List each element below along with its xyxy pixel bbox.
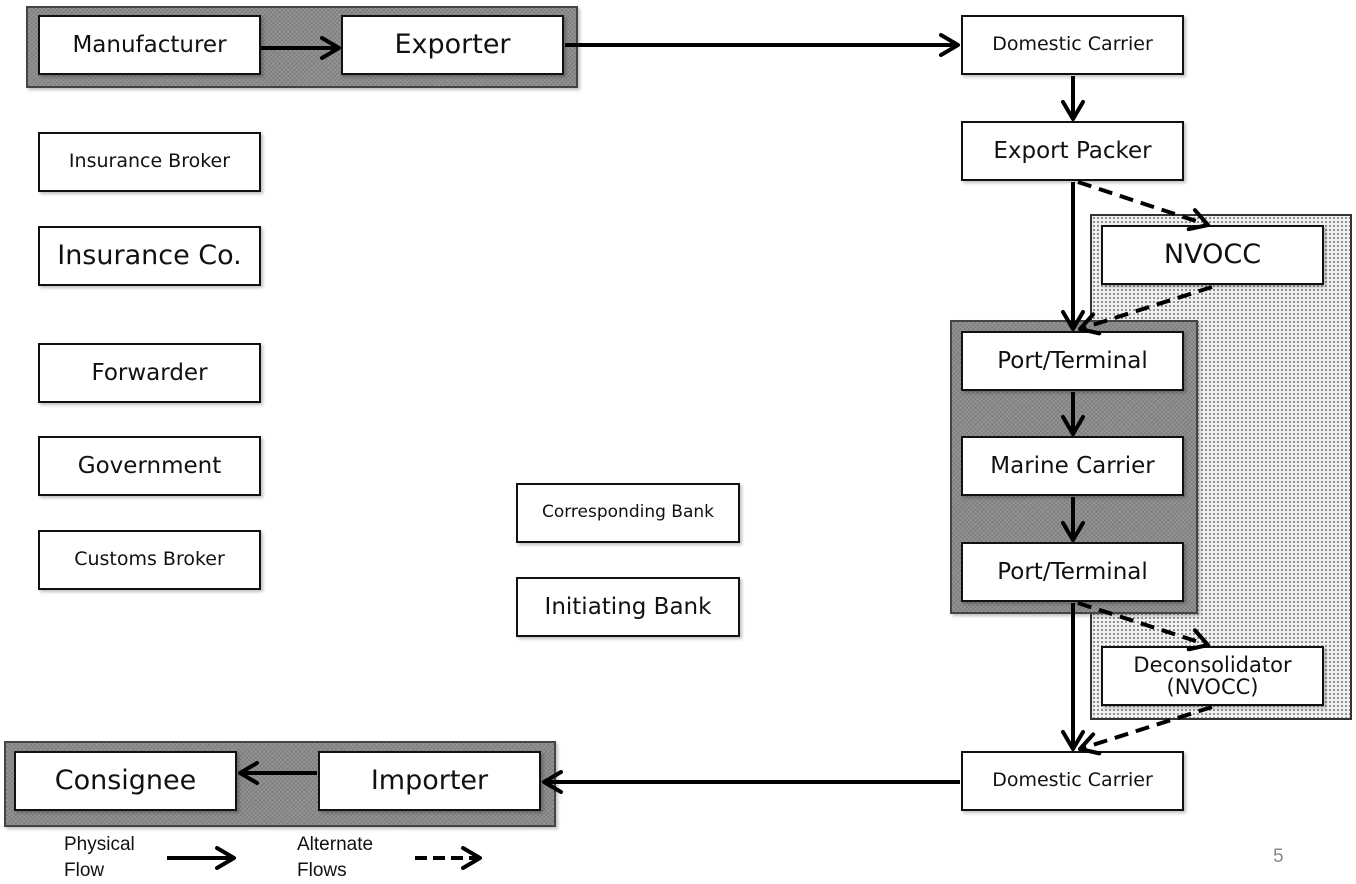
nvocc-label: NVOCC — [1163, 238, 1262, 270]
importer-label: Importer — [370, 764, 489, 796]
importer-node[interactable]: Importer — [318, 751, 541, 811]
port-terminal-destination-node[interactable]: Port/Terminal — [961, 542, 1184, 602]
domestic-carrier-origin-label: Domestic Carrier — [992, 33, 1153, 56]
insurance-broker-node[interactable]: Insurance Broker — [38, 132, 261, 192]
forwarder-label: Forwarder — [91, 359, 208, 386]
exporter-node[interactable]: Exporter — [341, 15, 564, 75]
arrow-deconsolidator-domestic-carrier — [1078, 705, 1213, 756]
consignee-label: Consignee — [54, 764, 197, 796]
port-terminal-origin-node[interactable]: Port/Terminal — [961, 331, 1184, 391]
manufacturer-label: Manufacturer — [72, 31, 227, 58]
initiating-bank-label: Initiating Bank — [544, 593, 712, 620]
port-terminal-origin-label: Port/Terminal — [997, 347, 1148, 374]
export-packer-node[interactable]: Export Packer — [961, 121, 1184, 181]
government-label: Government — [77, 452, 222, 479]
domestic-carrier-origin-node[interactable]: Domestic Carrier — [961, 15, 1184, 75]
deconsolidator-label: Deconsolidator — [1133, 652, 1292, 677]
deconsolidator-sublabel: (NVOCC) — [1166, 675, 1259, 699]
marine-carrier-node[interactable]: Marine Carrier — [961, 436, 1184, 496]
export-packer-label: Export Packer — [993, 137, 1152, 164]
port-terminal-destination-label: Port/Terminal — [997, 558, 1148, 585]
legend-alternate-line1: Alternate — [297, 834, 374, 855]
corresponding-bank-label: Corresponding Bank — [541, 502, 715, 523]
arrow-export-packer-nvocc — [1077, 180, 1210, 232]
manufacturer-node[interactable]: Manufacturer — [38, 15, 261, 75]
nvocc-node[interactable]: NVOCC — [1101, 225, 1324, 285]
initiating-bank-node[interactable]: Initiating Bank — [516, 577, 740, 637]
legend-alternate-flows: Alternate Flows — [297, 832, 373, 884]
exporter-label: Exporter — [394, 28, 511, 60]
customs-broker-node[interactable]: Customs Broker — [38, 530, 261, 590]
legend-alternate-line2: Flows — [297, 860, 347, 881]
nvocc-group — [1090, 214, 1352, 720]
legend-physical-flow: Physical Flow — [64, 832, 135, 884]
arrow-nvocc-port-terminal — [1078, 285, 1213, 336]
insurance-co-node[interactable]: Insurance Co. — [38, 226, 261, 286]
government-node[interactable]: Government — [38, 436, 261, 496]
customs-broker-label: Customs Broker — [74, 548, 225, 571]
domestic-carrier-destination-node[interactable]: Domestic Carrier — [961, 751, 1184, 811]
legend-physical-line2: Flow — [64, 860, 105, 881]
insurance-broker-label: Insurance Broker — [68, 150, 231, 173]
deconsolidator-node[interactable]: Deconsolidator (NVOCC) — [1101, 646, 1324, 706]
marine-carrier-label: Marine Carrier — [990, 452, 1155, 479]
domestic-carrier-destination-label: Domestic Carrier — [992, 769, 1153, 792]
legend-physical-line1: Physical — [64, 834, 135, 855]
corresponding-bank-node[interactable]: Corresponding Bank — [516, 483, 740, 543]
insurance-co-label: Insurance Co. — [57, 239, 242, 271]
page-number: 5 — [1273, 846, 1284, 867]
consignee-node[interactable]: Consignee — [14, 751, 237, 811]
forwarder-node[interactable]: Forwarder — [38, 343, 261, 403]
arrow-port-terminal-deconsolidator — [1077, 601, 1210, 652]
